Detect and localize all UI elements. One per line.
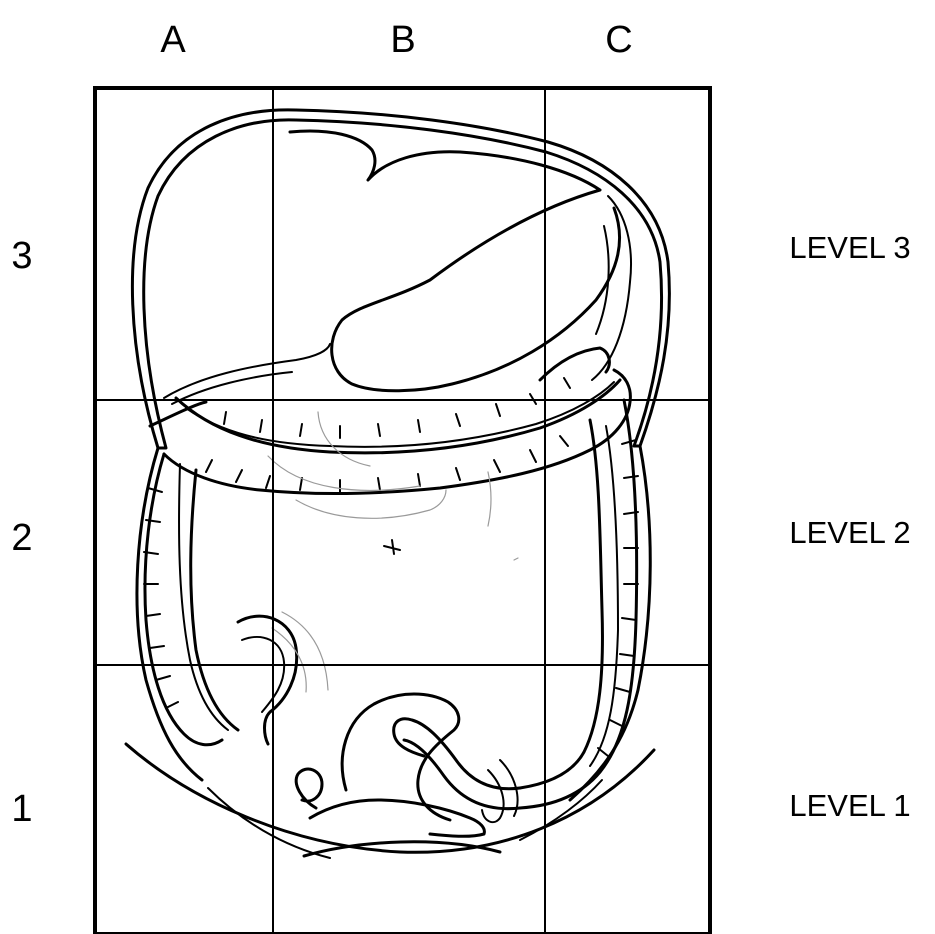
column-label-c: C (605, 19, 632, 61)
small-intestine-sketch (268, 412, 518, 692)
row-label-1: 1 (11, 788, 32, 830)
descending-colon (520, 400, 638, 808)
column-label-b: B (390, 19, 415, 61)
transverse-colon (150, 348, 630, 494)
column-label-a: A (160, 19, 186, 61)
row-label-2: 2 (11, 517, 32, 559)
row-label-3: 3 (11, 235, 32, 277)
level-label-1: LEVEL 1 (789, 788, 910, 823)
sigmoid-colon (394, 719, 520, 822)
liver-edge (164, 344, 330, 404)
level-label-3: LEVEL 3 (789, 230, 910, 265)
level-label-2: LEVEL 2 (789, 515, 910, 550)
